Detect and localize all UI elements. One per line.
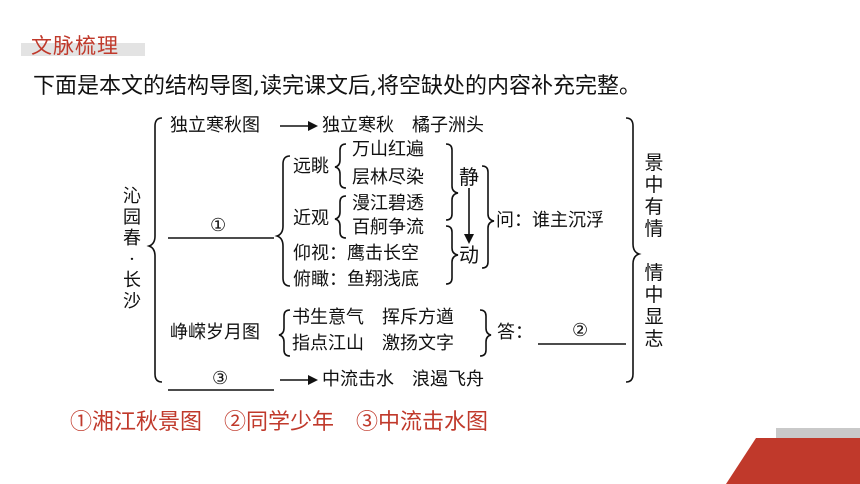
blank1-marker: ① <box>210 215 227 236</box>
big-left-brace <box>146 117 163 383</box>
corner-gray-bar <box>776 428 860 438</box>
question-text: 问：谁主沉浮 <box>496 210 604 231</box>
instruction-text: 下面是本文的结构导图,读完课文后,将空缺处的内容补充完整。 <box>33 74 641 99</box>
section-tag-label: 文脉梳理 <box>31 34 119 58</box>
yuantiao-label: 远眺 <box>293 156 329 177</box>
dong-label: 动 <box>459 243 479 267</box>
right-summary-top: 景中有情 <box>644 152 664 240</box>
answer-key: ①湘江秋景图 ②同学少年 ③中流击水图 <box>70 410 489 435</box>
jinguan-item-1: 漫江碧透 <box>352 193 424 214</box>
jinguan-item-2: 百舸争流 <box>352 217 424 238</box>
row3-item-2: 指点江山 激扬文字 <box>292 333 454 354</box>
row3-item-1: 书生意气 挥斥方遒 <box>292 307 454 328</box>
row1-left: 独立寒秋图 <box>170 115 260 136</box>
row1-right: 独立寒秋 橘子洲头 <box>322 115 484 136</box>
yangshi-text: 仰视：鹰击长空 <box>293 243 419 264</box>
right-summary-bottom: 情中显志 <box>644 262 664 350</box>
answer-label: 答： <box>497 322 533 343</box>
blank3-marker: ③ <box>212 368 229 389</box>
blank2-marker: ② <box>572 320 589 341</box>
yuantiao-item-2: 层林尽染 <box>352 167 424 188</box>
yuantiao-item-1: 万山红遍 <box>352 139 424 160</box>
jinguan-label: 近观 <box>293 208 329 229</box>
fukan-text: 俯瞰：鱼翔浅底 <box>293 269 419 290</box>
row4-right: 中流击水 浪遏飞舟 <box>322 369 484 390</box>
poem-title: 沁园春·长沙 <box>123 186 141 312</box>
row3-left: 峥嵘岁月图 <box>170 322 260 343</box>
jing-label: 静 <box>459 165 479 189</box>
big-right-brace <box>625 117 642 383</box>
views-brace <box>274 155 291 287</box>
section-tag-bar <box>21 43 145 56</box>
